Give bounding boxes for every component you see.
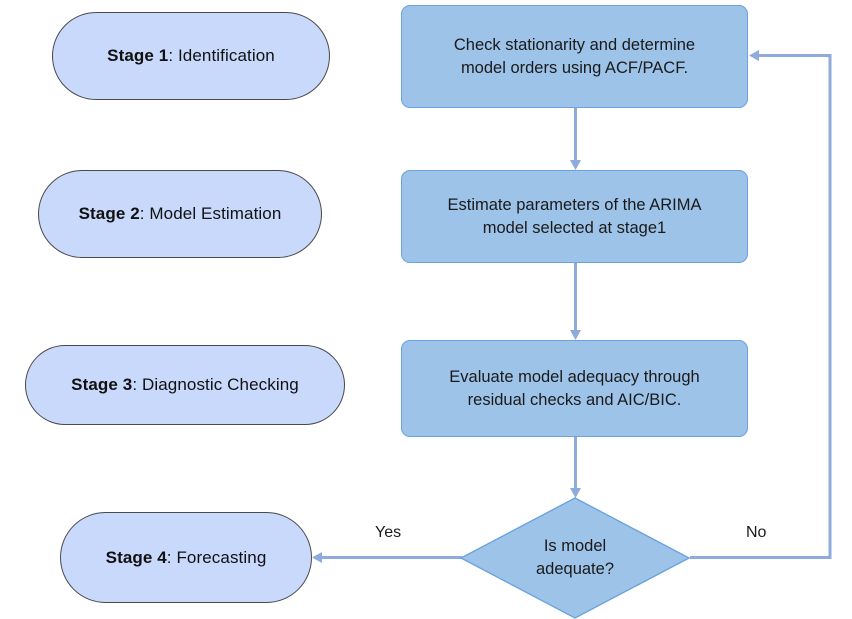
stage-pill-2[interactable]: Stage 2: Model Estimation bbox=[38, 170, 322, 258]
stage-pill-1[interactable]: Stage 1: Identification bbox=[52, 12, 330, 100]
decision-diamond[interactable]: Is model adequate? bbox=[460, 497, 690, 619]
stage-3-name: Diagnostic Checking bbox=[141, 375, 299, 394]
connector-box2-to-box3 bbox=[570, 263, 581, 340]
process-box-3-line2: residual checks and AIC/BIC. bbox=[467, 390, 682, 409]
process-box-1-line2: model orders using ACF/PACF. bbox=[460, 58, 689, 77]
stage-4-text: Stage 4: Forecasting bbox=[106, 548, 267, 568]
process-box-estimation[interactable]: Estimate parameters of the ARIMA model s… bbox=[401, 170, 748, 263]
stage-3-separator: : bbox=[132, 375, 142, 394]
stage-3-text: Stage 3: Diagnostic Checking bbox=[71, 375, 299, 395]
stage-1-name: Identification bbox=[177, 46, 275, 65]
connector-yes-to-stage4 bbox=[312, 552, 462, 563]
connector-box3-to-decision bbox=[570, 437, 581, 498]
process-box-2-text: Estimate parameters of the ARIMA model s… bbox=[447, 194, 701, 240]
stage-2-number: Stage 2 bbox=[78, 204, 140, 223]
connector-box1-to-box2 bbox=[570, 108, 581, 170]
stage-pill-4[interactable]: Stage 4: Forecasting bbox=[60, 512, 312, 603]
decision-diamond-shape bbox=[460, 497, 690, 619]
stage-4-number: Stage 4 bbox=[105, 547, 167, 567]
stage-1-number: Stage 1 bbox=[107, 46, 169, 65]
stage-1-text: Stage 1: Identification bbox=[107, 46, 275, 66]
process-box-3-line1: Evaluate model adequacy through bbox=[449, 367, 700, 386]
stage-pill-3[interactable]: Stage 3: Diagnostic Checking bbox=[25, 345, 345, 425]
process-box-1-text: Check stationarity and determine model o… bbox=[454, 34, 695, 80]
process-box-diagnostics[interactable]: Evaluate model adequacy through residual… bbox=[401, 340, 748, 437]
stage-2-separator: : bbox=[139, 204, 150, 223]
stage-2-name: Model Estimation bbox=[149, 204, 282, 223]
stage-4-name: Forecasting bbox=[176, 547, 267, 567]
process-box-identification[interactable]: Check stationarity and determine model o… bbox=[401, 5, 748, 108]
process-box-3-text: Evaluate model adequacy through residual… bbox=[449, 366, 699, 412]
process-box-2-line1: Estimate parameters of the ARIMA bbox=[447, 195, 702, 214]
stage-2-text: Stage 2: Model Estimation bbox=[79, 204, 282, 224]
edge-label-yes: Yes bbox=[375, 524, 402, 541]
connector-no-feedback-loop bbox=[690, 50, 832, 559]
process-box-1-line1: Check stationarity and determine bbox=[453, 35, 696, 54]
edge-label-no: No bbox=[746, 524, 767, 541]
stage-3-number: Stage 3 bbox=[71, 375, 133, 394]
process-box-2-line2: model selected at stage1 bbox=[482, 218, 667, 237]
stage-4-separator: : bbox=[166, 547, 177, 567]
stage-1-separator: : bbox=[168, 46, 178, 65]
